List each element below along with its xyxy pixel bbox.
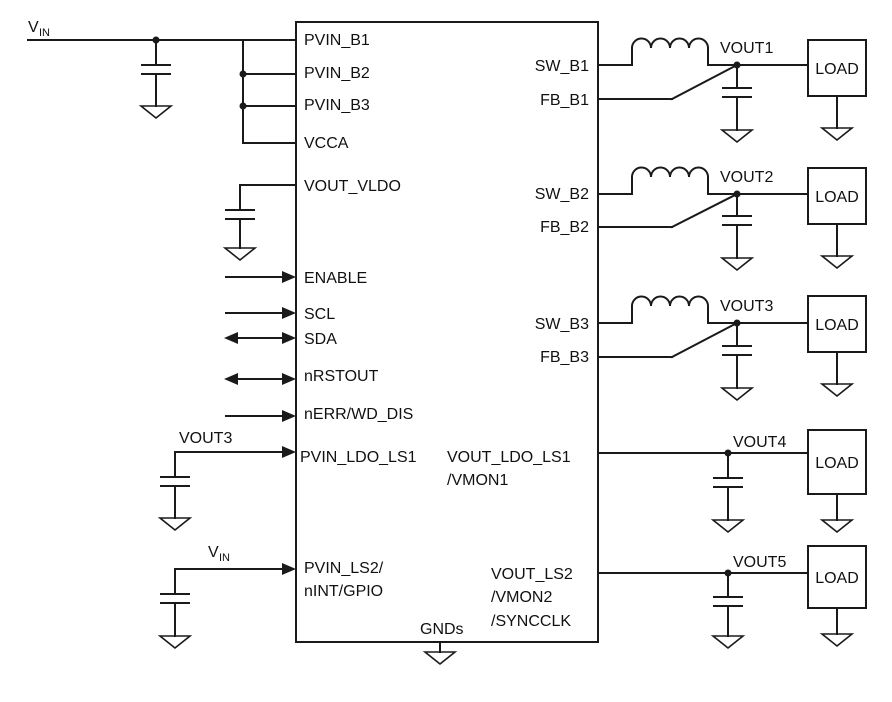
svg-text:IN: IN xyxy=(219,552,230,564)
pin-scl: SCL xyxy=(304,306,335,323)
buck1-output-network xyxy=(597,37,809,143)
vin-ls2-label: V IN xyxy=(208,544,230,564)
pin-fb-b1: FB_B1 xyxy=(540,92,589,109)
pvin-ls2-net xyxy=(159,563,296,649)
pin-sw-b2: SW_B2 xyxy=(535,186,589,203)
svg-text:IN: IN xyxy=(39,27,50,39)
pin-fb-b3: FB_B3 xyxy=(540,349,589,366)
svg-text:LOAD: LOAD xyxy=(815,317,859,334)
pin-vcca: VCCA xyxy=(304,135,349,152)
load-2: LOAD xyxy=(807,167,867,269)
svg-text:LOAD: LOAD xyxy=(815,189,859,206)
sda-bidirectional-arrow xyxy=(224,332,296,344)
svg-text:V: V xyxy=(28,19,39,36)
pin-vout-ls2: VOUT_LS2 xyxy=(491,566,573,583)
vout5-label: VOUT5 xyxy=(733,554,786,571)
svg-text:LOAD: LOAD xyxy=(815,570,859,587)
svg-text:LOAD: LOAD xyxy=(815,455,859,472)
pin-nrstout: nRSTOUT xyxy=(304,368,379,385)
nerr-input-arrow xyxy=(225,410,296,422)
buck2-output-network xyxy=(597,166,809,271)
pin-pvin-b1: PVIN_B1 xyxy=(304,32,370,49)
buck3-output-network xyxy=(597,295,809,401)
pin-vmon2: /VMON2 xyxy=(491,589,552,606)
scl-input-arrow xyxy=(225,307,296,319)
pin-pvin-ldo-ls1: PVIN_LDO_LS1 xyxy=(300,449,417,466)
pin-nerr-wd-dis: nERR/WD_DIS xyxy=(304,406,413,423)
vin-supply-net xyxy=(27,36,297,144)
vin-label: V IN xyxy=(28,19,50,39)
pin-syncclk: /SYNCCLK xyxy=(491,613,571,630)
pin-nint-gpio: nINT/GPIO xyxy=(304,583,383,600)
ic-ground-symbol xyxy=(422,641,458,666)
pin-vmon1: /VMON1 xyxy=(447,472,508,489)
pin-pvin-ls2: PVIN_LS2/ xyxy=(304,560,384,577)
vout5-output-network xyxy=(597,569,809,649)
pin-vout-vldo: VOUT_VLDO xyxy=(304,178,401,195)
pin-pvin-b3: PVIN_B3 xyxy=(304,97,370,114)
vout1-label: VOUT1 xyxy=(720,40,773,57)
load-5: LOAD xyxy=(807,545,867,647)
pin-sw-b3: SW_B3 xyxy=(535,316,589,333)
nrstout-bidirectional-arrow xyxy=(224,373,296,385)
gnds-label: GNDs xyxy=(420,621,464,638)
pin-vout-ldo-ls1: VOUT_LDO_LS1 xyxy=(447,449,571,466)
vout2-label: VOUT2 xyxy=(720,169,773,186)
load-1: LOAD xyxy=(807,39,867,141)
vout3-label: VOUT3 xyxy=(720,298,773,315)
pmic-ic-body xyxy=(295,21,599,643)
pin-fb-b2: FB_B2 xyxy=(540,219,589,236)
load-4: LOAD xyxy=(807,429,867,533)
enable-input-arrow xyxy=(225,271,296,283)
pvin-ldo-ls1-net xyxy=(159,446,296,531)
vout3-ldo-input-label: VOUT3 xyxy=(179,430,232,447)
vout4-output-network xyxy=(597,449,809,533)
pin-sda: SDA xyxy=(304,331,337,348)
pin-enable: ENABLE xyxy=(304,270,367,287)
svg-text:LOAD: LOAD xyxy=(815,61,859,78)
vout4-label: VOUT4 xyxy=(733,434,786,451)
load-3: LOAD xyxy=(807,295,867,397)
pin-pvin-b2: PVIN_B2 xyxy=(304,65,370,82)
vldo-capacitor-net xyxy=(224,184,297,261)
svg-text:V: V xyxy=(208,544,219,561)
pin-sw-b1: SW_B1 xyxy=(535,58,589,75)
